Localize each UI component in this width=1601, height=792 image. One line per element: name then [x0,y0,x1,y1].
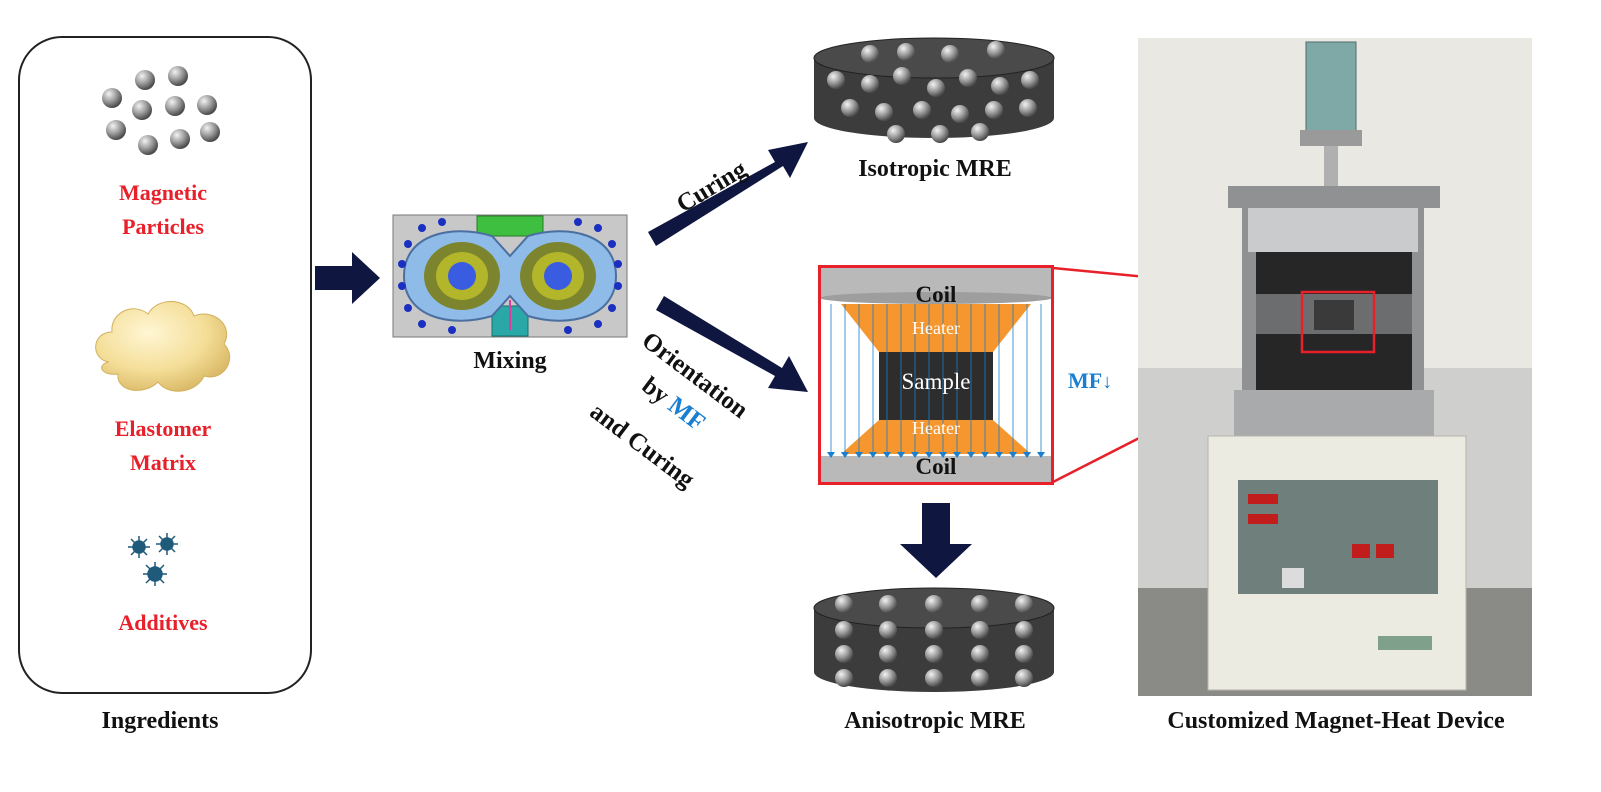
elastomer-label-line2: Matrix [130,450,196,475]
ingredients-caption: Ingredients [101,708,219,734]
magnetic-particles-icon [102,66,220,155]
magnetic-label-line1: Magnetic [119,180,207,205]
elastomer-label-line1: Elastomer [114,416,212,441]
arrow-to-mixing [315,252,380,304]
mixing-caption: Mixing [473,348,547,374]
device-photo [1138,38,1532,696]
isotropic-mre-disk [813,37,1055,143]
anisotropic-mre-disk [813,587,1055,692]
arrow-down [900,503,972,578]
mf-label-text: MF [1068,368,1103,393]
mixer-icon [392,214,628,338]
down-arrow-icon: ↓ [1102,371,1113,393]
magnetic-label-line2: Particles [122,214,204,239]
coil-top-label: Coil [915,282,957,307]
sample-label: Sample [901,369,971,394]
coil-bottom-label: Coil [915,454,957,479]
heater-bottom-label: Heater [912,418,960,438]
arrow-curing [648,142,808,246]
additives-icon [128,533,178,586]
additives-label: Additives [118,610,208,635]
anisotropic-caption: Anisotropic MRE [844,708,1026,734]
isotropic-caption: Isotropic MRE [858,156,1012,182]
heater-top-label: Heater [912,318,960,338]
device-caption: Customized Magnet-Heat Device [1167,708,1505,734]
ingredients-box [18,36,312,694]
elastomer-matrix-icon [95,301,230,392]
orientation-schematic: Coil Heater Sample Heater Coil [818,265,1054,485]
mf-direction-label: MF↓ [1068,368,1112,394]
arrow-orientation [656,296,808,392]
